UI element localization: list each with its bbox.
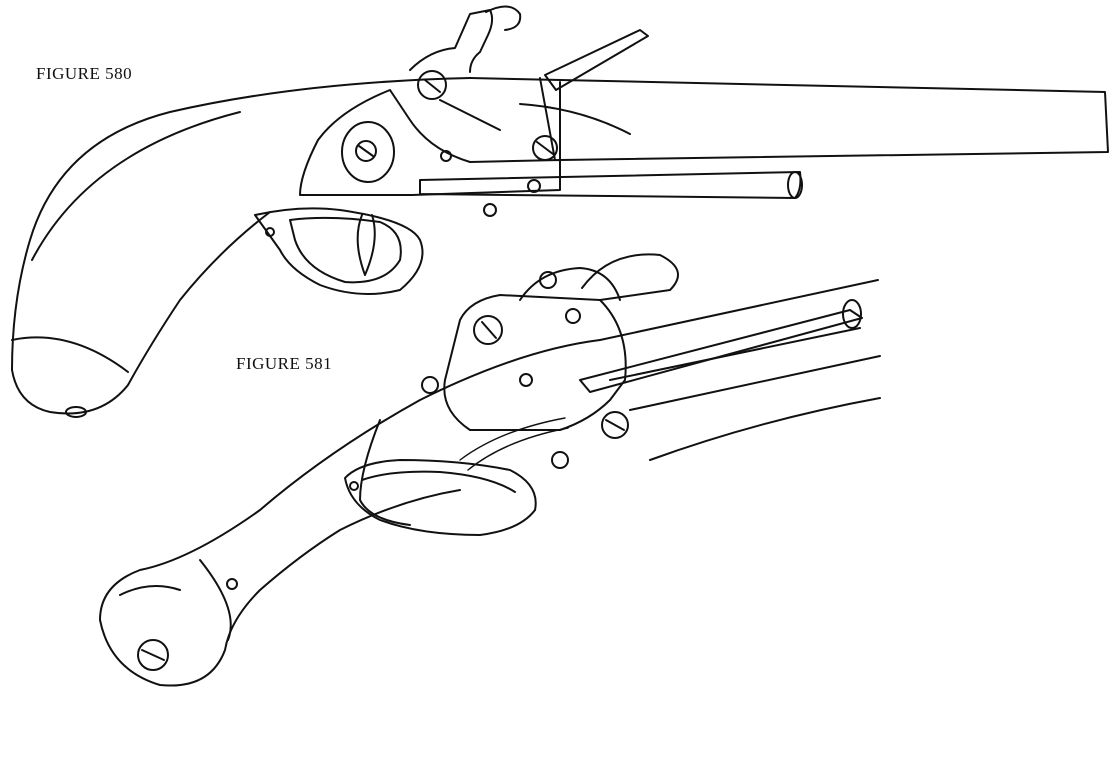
pistol-580-screws	[440, 135, 558, 193]
figure-581-caption: FIGURE 581	[236, 354, 333, 373]
pistol-581-trigger-guard	[344, 459, 537, 536]
pistol-581-ramrod	[579, 299, 863, 393]
pistol-581-stock	[99, 339, 601, 687]
pistol-580-barrel	[469, 77, 1109, 161]
pistol-580-ramrod	[419, 171, 803, 199]
pistol-580-hammer	[409, 5, 522, 131]
pistol-580-stock	[11, 77, 471, 418]
pistol-580-trigger-guard	[254, 207, 424, 295]
figure-580-caption: FIGURE 580	[36, 64, 133, 83]
pistol-580-lock-plate	[299, 89, 561, 196]
pistol-581-screws	[421, 373, 629, 469]
pistol-581-butt-screw	[137, 639, 169, 671]
pistol-581-barrel	[599, 279, 881, 461]
pistol-figure-581	[99, 253, 881, 687]
pistol-580-tang-screw	[483, 203, 497, 217]
pistol-580-frizzen	[539, 29, 649, 161]
pistol-581-lock	[443, 253, 679, 431]
pistol-figure-580	[11, 5, 1109, 418]
